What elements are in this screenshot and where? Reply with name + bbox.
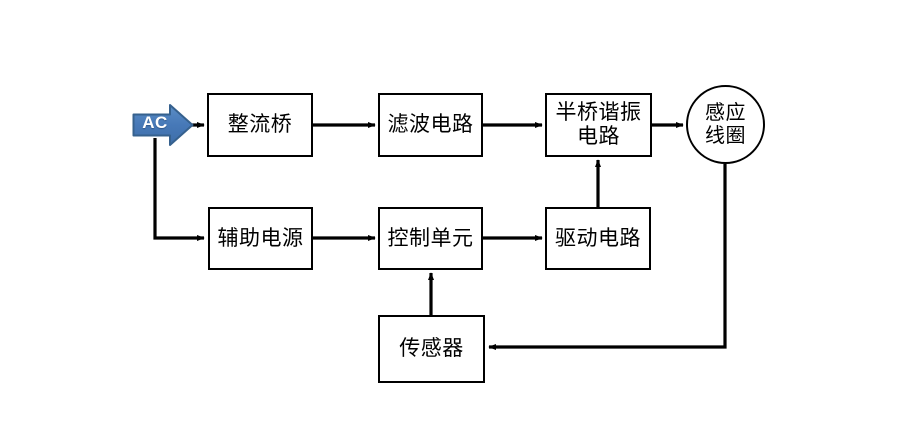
node-half-bridge-resonant-circuit-label-line-1: 半桥谐振 — [555, 100, 642, 125]
node-half-bridge-resonant-circuit-label-line-2: 电路 — [577, 124, 620, 148]
node-sensor-label: 传感器 — [399, 336, 464, 361]
node-filter-circuit-label: 滤波电路 — [387, 112, 474, 137]
node-control-unit-label: 控制单元 — [387, 225, 474, 250]
node-auxiliary-power-supply[interactable]: 辅助电源 — [208, 207, 313, 270]
node-control-unit[interactable]: 控制单元 — [378, 207, 483, 270]
node-sensor[interactable]: 传感器 — [378, 315, 485, 383]
ac-input-source[interactable]: AC — [132, 103, 194, 147]
node-induction-coil-label-line-2: 线圈 — [705, 124, 746, 147]
ac-block-arrow-icon — [132, 104, 194, 146]
node-filter-circuit[interactable]: 滤波电路 — [378, 93, 483, 157]
node-induction-coil[interactable]: 感应 线圈 — [686, 85, 765, 164]
node-drive-circuit-label: 驱动电路 — [555, 225, 641, 250]
node-auxiliary-power-supply-label: 辅助电源 — [217, 225, 304, 250]
node-drive-circuit[interactable]: 驱动电路 — [545, 207, 651, 270]
node-induction-coil-label-line-1: 感应 — [705, 102, 746, 125]
node-half-bridge-resonant-circuit[interactable]: 半桥谐振 电路 — [545, 93, 652, 157]
node-rectifier-bridge[interactable]: 整流桥 — [207, 93, 313, 157]
wire-coil-to-sensor — [488, 164, 727, 351]
node-rectifier-bridge-label: 整流桥 — [227, 112, 293, 137]
wire-ac-to-auxiliary-power — [153, 138, 205, 242]
